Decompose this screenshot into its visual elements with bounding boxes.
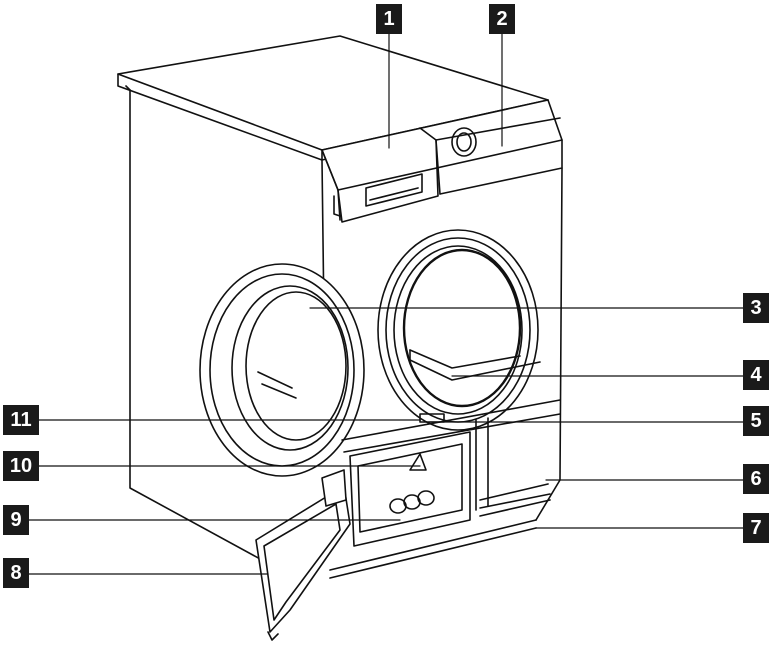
loading-door [199, 263, 365, 477]
heat-exchanger-compartment [349, 431, 471, 547]
callout-1: 1 [376, 4, 402, 34]
drum-opening [377, 229, 541, 431]
callout-6: 6 [743, 464, 769, 494]
leader-lines [27, 29, 744, 575]
callout-11: 11 [3, 405, 39, 435]
program-knob [451, 127, 477, 157]
callout-8: 8 [3, 558, 29, 588]
callout-9: 9 [3, 505, 29, 535]
callout-7: 7 [743, 513, 769, 543]
cabinet-side-panel [125, 85, 263, 561]
water-container-handle [365, 173, 423, 207]
callout-5: 5 [743, 406, 769, 436]
callout-4: 4 [743, 360, 769, 390]
callout-3: 3 [743, 293, 769, 323]
callout-10: 10 [3, 451, 39, 481]
callout-2: 2 [489, 4, 515, 34]
plinth [329, 399, 561, 579]
hatch-door [255, 469, 351, 641]
